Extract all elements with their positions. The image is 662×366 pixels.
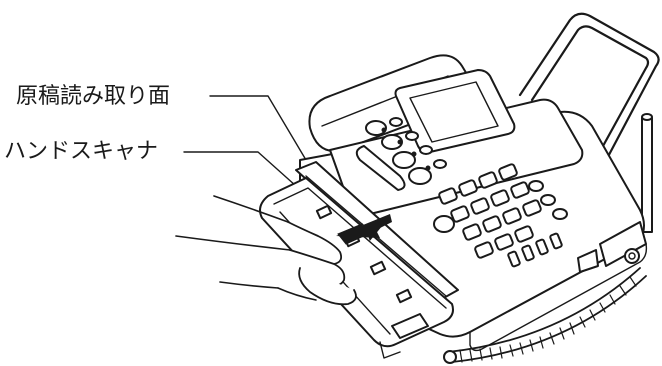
coiled-cord [443, 267, 647, 364]
round-button [392, 151, 416, 169]
function-buttons [355, 117, 447, 191]
jack-icon [624, 248, 640, 264]
paper-holder [518, 12, 660, 170]
side-latch [577, 249, 599, 273]
hand [175, 195, 357, 306]
round-button [365, 120, 387, 136]
label-reading-surface: 原稿読み取り面 [16, 84, 171, 109]
leader-line-reading-surface [209, 95, 307, 161]
small-button [405, 131, 419, 141]
arrow-left-icon [336, 214, 392, 245]
round-button [408, 167, 432, 185]
small-button [389, 117, 403, 127]
small-button [433, 159, 447, 169]
leader-line-hand-scanner [183, 151, 297, 187]
label-hand-scanner: ハンドスキャナ [4, 139, 159, 164]
antenna [641, 113, 653, 233]
small-button [419, 145, 433, 155]
keypad [433, 163, 568, 268]
cursor-key [355, 145, 406, 191]
lcd-display [394, 69, 516, 154]
